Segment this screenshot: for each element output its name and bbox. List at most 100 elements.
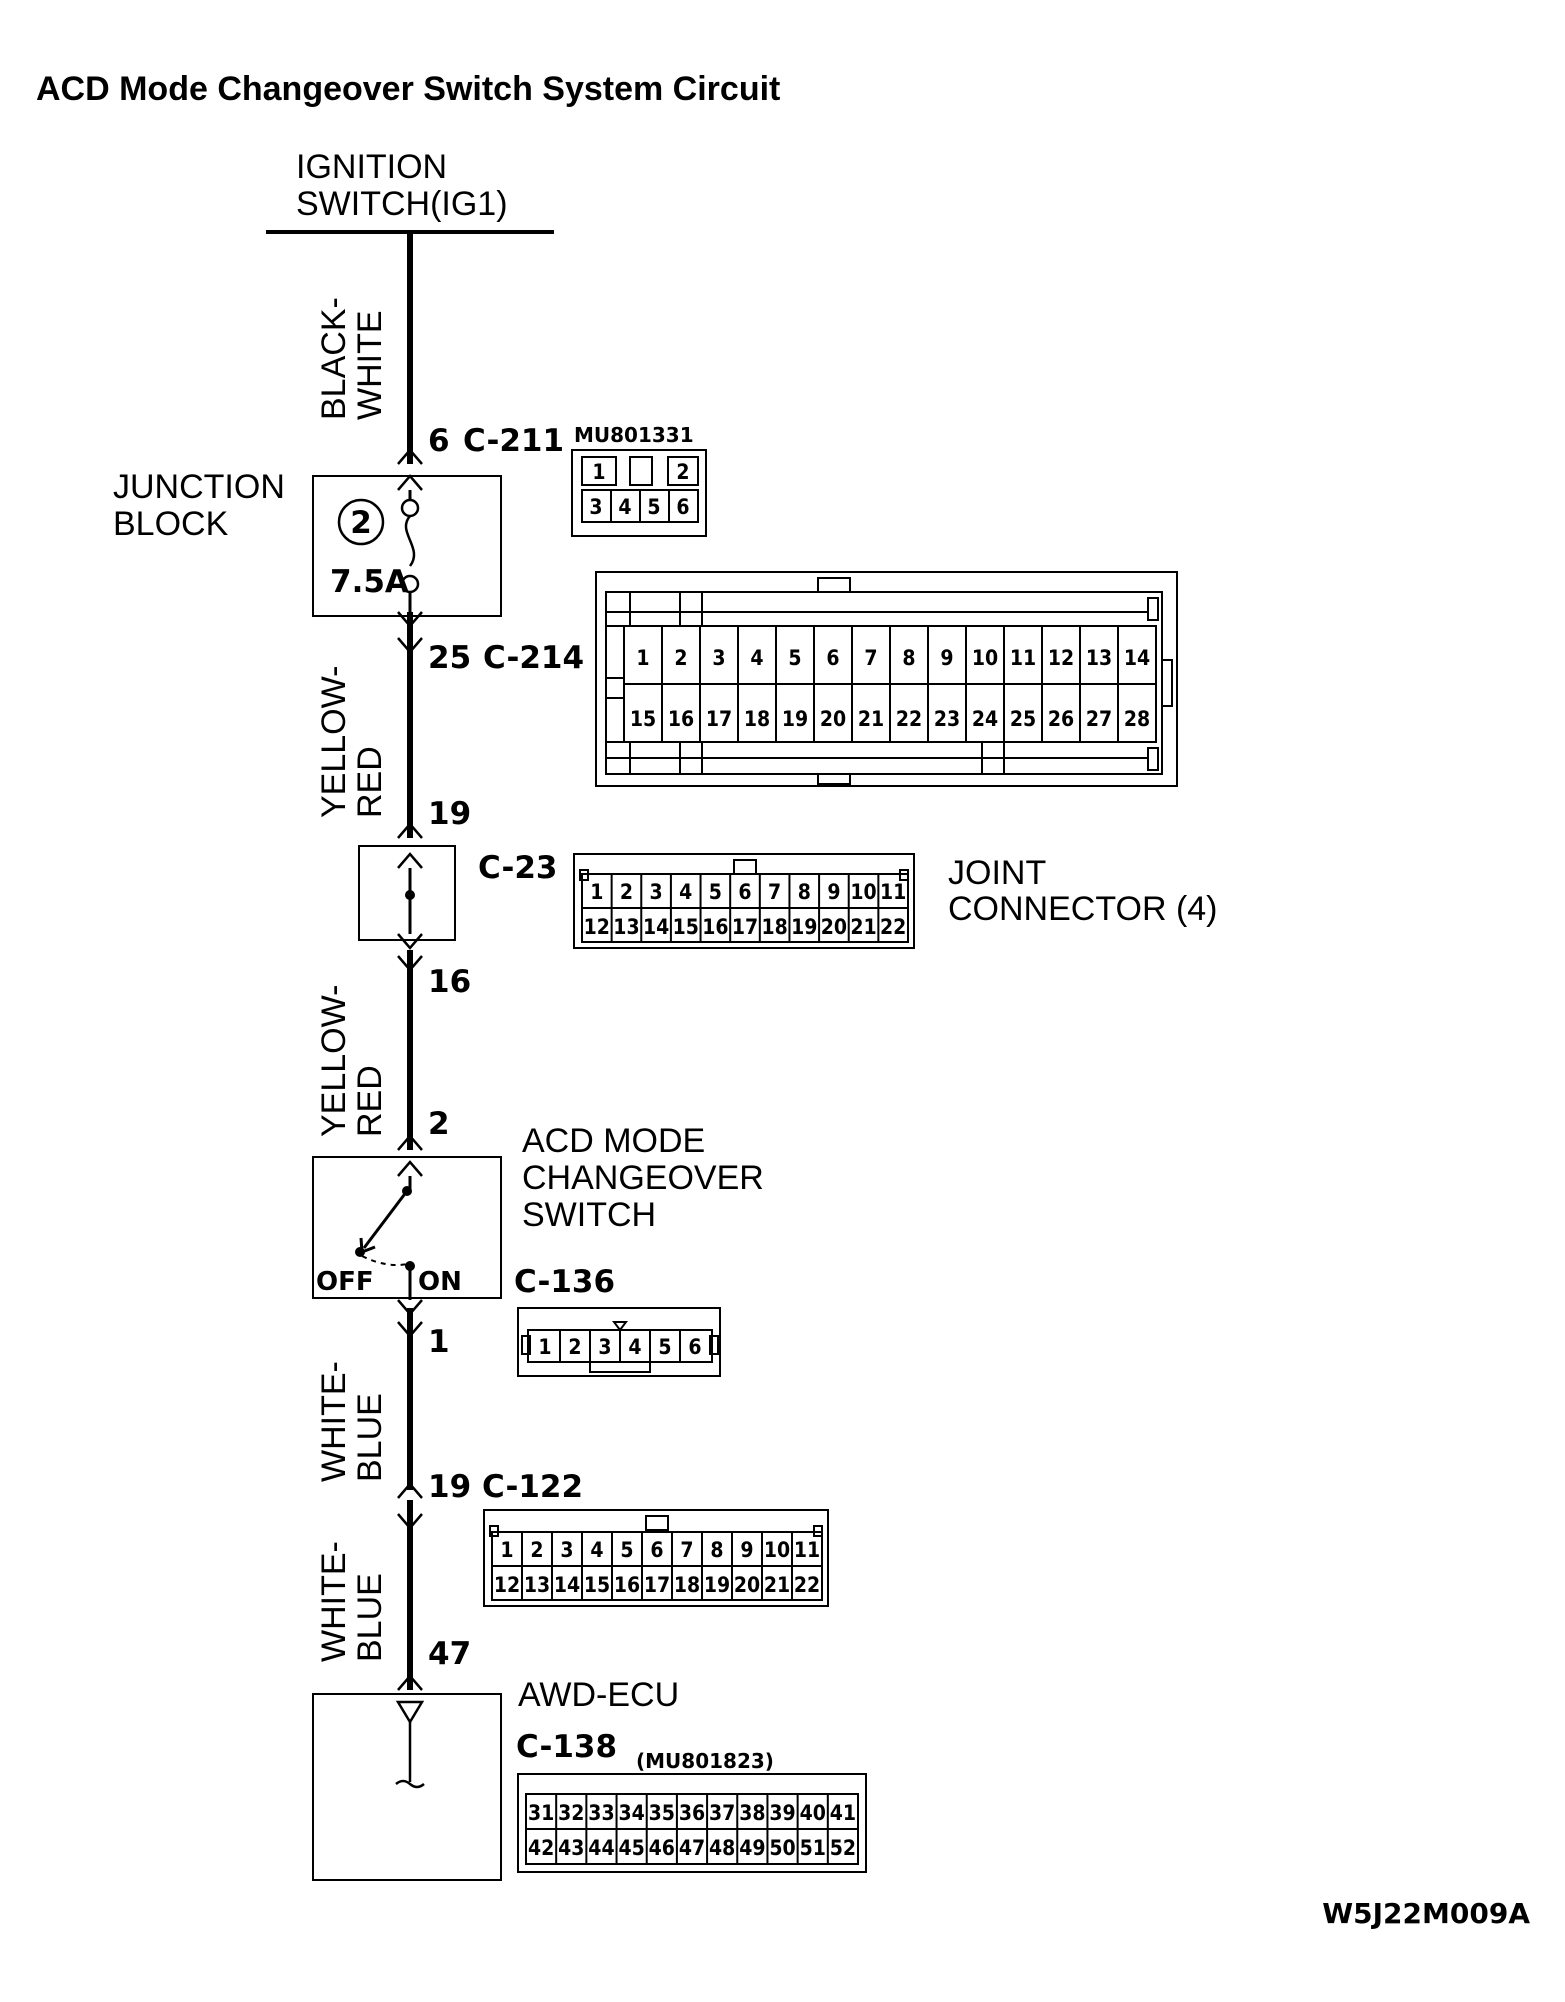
- pin-label: 39: [769, 1801, 795, 1825]
- pin-label: 28: [1124, 707, 1150, 731]
- svg-text:RED: RED: [351, 1065, 389, 1137]
- pin-label: 6: [826, 646, 839, 670]
- svg-text:4: 4: [618, 495, 631, 519]
- pin-label: 12: [494, 1573, 520, 1597]
- pin-label: 3: [712, 646, 725, 670]
- pin-label: 11: [794, 1538, 820, 1562]
- svg-text:2: 2: [676, 460, 689, 484]
- connector-terminal-marks: [397, 448, 423, 1691]
- pin-label: 22: [880, 915, 906, 939]
- fuse-rating: 7.5A: [330, 564, 409, 600]
- pin-label: 4: [590, 1538, 603, 1562]
- pin-label: 8: [710, 1538, 723, 1562]
- pin-label: 21: [858, 707, 884, 731]
- pin-label: 49: [739, 1836, 765, 1860]
- svg-text:BLACK-: BLACK-: [315, 297, 353, 420]
- ecu-input-icon: [395, 1700, 425, 1789]
- pin-label: 3: [598, 1335, 611, 1359]
- svg-text:BLUE: BLUE: [351, 1393, 389, 1482]
- connector-id-c211: C-211: [463, 423, 564, 459]
- pin-label: 10: [850, 880, 876, 904]
- pin-label: 19: [782, 707, 808, 731]
- connector-id-c138: C-138: [516, 1729, 617, 1765]
- part-number: MU801331: [574, 423, 694, 447]
- svg-text:YELLOW-: YELLOW-: [315, 666, 353, 818]
- pin-label: 40: [800, 1801, 826, 1825]
- terminal-number: 2: [428, 1106, 450, 1142]
- switch-icon: [355, 1176, 415, 1300]
- pin-label: 8: [798, 880, 811, 904]
- pin-label: 50: [769, 1836, 795, 1860]
- pin-label: 9: [940, 646, 953, 670]
- pin-label: 38: [739, 1801, 765, 1825]
- pin-label: 15: [584, 1573, 610, 1597]
- pin-label: 21: [850, 915, 876, 939]
- pin-label: 18: [761, 915, 787, 939]
- pin-label: 43: [558, 1836, 584, 1860]
- junction-block-label-line2: BLOCK: [113, 505, 229, 543]
- terminal-number: 19: [428, 1469, 471, 1505]
- pin-label: 8: [902, 646, 915, 670]
- ecu-label: AWD-ECU: [518, 1676, 679, 1714]
- pin-label: 12: [1048, 646, 1074, 670]
- joint-connector-box: [358, 845, 456, 941]
- pin-label: 25: [1010, 707, 1036, 731]
- pin-label: 42: [528, 1836, 554, 1860]
- pin-label: 7: [768, 880, 781, 904]
- pin-label: 10: [972, 646, 998, 670]
- pin-label: 16: [702, 915, 728, 939]
- switch-on-label: ON: [418, 1267, 462, 1297]
- pin-label: 35: [649, 1801, 675, 1825]
- pin-label: 27: [1086, 707, 1112, 731]
- pin-label: 6: [688, 1335, 701, 1359]
- pin-label: 2: [674, 646, 687, 670]
- connector-id-c122: C-122: [482, 1469, 583, 1505]
- pin-label: 1: [590, 880, 603, 904]
- pin-label: 9: [827, 880, 840, 904]
- svg-text:WHITE-: WHITE-: [315, 1361, 353, 1482]
- pin-label: 24: [972, 707, 998, 731]
- pin-label: 6: [650, 1538, 663, 1562]
- pin-label: 41: [830, 1801, 856, 1825]
- pin-label: 12: [584, 915, 610, 939]
- svg-text:RED: RED: [351, 746, 389, 818]
- pin-label: 22: [794, 1573, 820, 1597]
- pin-label: 9: [740, 1538, 753, 1562]
- pin-label: 14: [1124, 646, 1150, 670]
- pin-label: 15: [630, 707, 656, 731]
- pin-label: 13: [524, 1573, 550, 1597]
- terminal-number: 47: [428, 1636, 471, 1672]
- svg-text:3: 3: [589, 495, 602, 519]
- pin-label: 34: [618, 1801, 644, 1825]
- pin-label: 11: [1010, 646, 1036, 670]
- connector-c211-face: MU801331 1 2 3 4 5 6: [571, 423, 707, 537]
- svg-text:5: 5: [647, 495, 660, 519]
- switch-label-line2: CHANGEOVER: [522, 1159, 764, 1197]
- wire-color-label: YELLOW- RED: [315, 985, 389, 1137]
- switch-label-line3: SWITCH: [522, 1196, 656, 1234]
- pin-label: 47: [679, 1836, 705, 1860]
- pin-label: 46: [649, 1836, 675, 1860]
- joint-connector-label-line2: CONNECTOR (4): [948, 890, 1218, 928]
- terminal-number: 19: [428, 796, 471, 832]
- ecu-part-number: (MU801823): [636, 1749, 774, 1773]
- pin-label: 3: [560, 1538, 573, 1562]
- pin-label: 7: [864, 646, 877, 670]
- pin-label: 7: [680, 1538, 693, 1562]
- svg-text:6: 6: [676, 495, 689, 519]
- pin-label: 6: [738, 880, 751, 904]
- terminal-number: 16: [428, 964, 471, 1000]
- terminal-number: 25: [428, 640, 471, 676]
- pin-label: 4: [750, 646, 763, 670]
- pin-label: 33: [588, 1801, 614, 1825]
- pin-label: 31: [528, 1801, 554, 1825]
- pin-label: 19: [791, 915, 817, 939]
- pin-label: 23: [934, 707, 960, 731]
- svg-text:WHITE: WHITE: [351, 310, 389, 420]
- svg-text:BLUE: BLUE: [351, 1573, 389, 1662]
- connector-id-c136: C-136: [514, 1264, 615, 1300]
